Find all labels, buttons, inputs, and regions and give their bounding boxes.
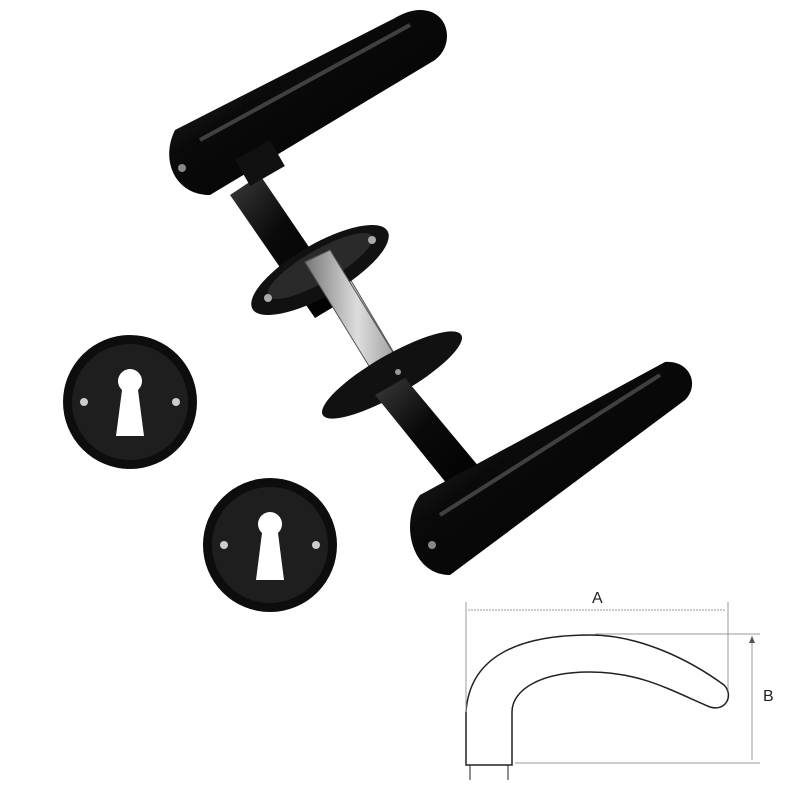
dimension-b-label: B xyxy=(763,688,774,705)
lever-handle-lower xyxy=(375,361,693,575)
dimension-a-label: A xyxy=(592,590,603,607)
escutcheon-left xyxy=(63,335,197,469)
escutcheon-right xyxy=(203,478,337,612)
dimension-diagram xyxy=(465,602,760,780)
rose-lower xyxy=(322,331,462,419)
